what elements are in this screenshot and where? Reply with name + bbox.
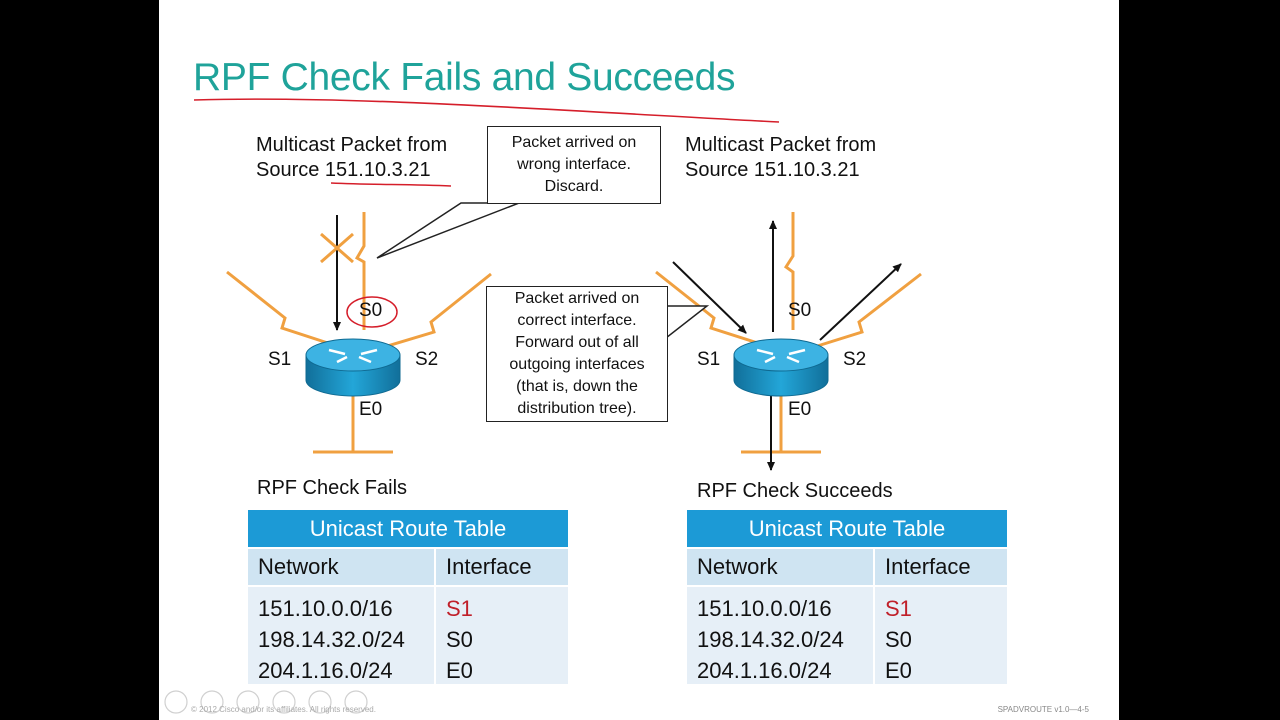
right-route-table: Unicast Route Table Network Interface 15… <box>687 510 1007 684</box>
col-interface: Interface <box>436 549 568 585</box>
left-iface-e0: E0 <box>359 399 383 420</box>
table-row-interface: E0 <box>446 658 473 683</box>
col-interface: Interface <box>875 549 1007 585</box>
table-row-network: 151.10.0.0/16 <box>697 596 832 621</box>
table-row-interface: E0 <box>885 658 912 683</box>
source-underline <box>330 182 452 187</box>
right-route-table-header: Unicast Route Table <box>687 510 1007 547</box>
left-caption: RPF Check Fails <box>257 477 408 499</box>
left-s2-link <box>380 272 492 350</box>
left-callout-pointer <box>376 202 520 259</box>
slides-menu-icon <box>272 690 296 714</box>
table-row-interface: S1 <box>885 596 912 621</box>
more-options-icon <box>344 690 368 714</box>
left-route-table-columns: Network Interface <box>248 549 568 585</box>
table-row-network: 204.1.16.0/24 <box>697 658 832 683</box>
left-route-table: Unicast Route Table Network Interface 15… <box>248 510 568 684</box>
table-row-network: 204.1.16.0/24 <box>258 658 393 683</box>
pen-tool-icon <box>236 690 260 714</box>
left-s0-circle <box>346 296 398 328</box>
right-s2-link <box>810 272 922 350</box>
right-s0-link <box>783 212 795 330</box>
right-packet-label-line2: Source 151.10.3.21 <box>685 159 860 181</box>
right-iface-s1: S1 <box>697 349 721 370</box>
title-underline <box>193 98 780 123</box>
table-row-network: 198.14.32.0/24 <box>697 627 844 652</box>
col-network: Network <box>248 549 434 585</box>
left-iface-s0: S0 <box>359 300 383 321</box>
right-iface-s2: S2 <box>843 349 867 370</box>
left-s0-link <box>354 212 366 330</box>
left-iface-s2: S2 <box>415 349 439 370</box>
right-arrows <box>672 220 902 471</box>
right-out-diag-arrow <box>819 263 902 341</box>
table-row-network: 198.14.32.0/24 <box>258 627 405 652</box>
right-iface-s0: S0 <box>788 300 812 321</box>
left-ethernet <box>313 392 393 454</box>
slide-title: RPF Check Fails and Succeeds <box>193 56 736 99</box>
right-serial-links <box>655 212 922 350</box>
table-row-interface: S0 <box>885 627 912 652</box>
left-packet-label-line2: Source 151.10.3.21 <box>256 159 431 181</box>
right-route-table-body: 151.10.0.0/16 198.14.32.0/24 204.1.16.0/… <box>687 587 1007 684</box>
right-caption: RPF Check Succeeds <box>697 480 893 502</box>
left-packet-label: Multicast Packet from Source 151.10.3.21 <box>256 133 447 183</box>
left-callout: Packet arrived on wrong interface. Disca… <box>487 126 661 204</box>
left-discard-x <box>320 232 354 264</box>
copyright-notice: © 2012 Cisco and/or its affiliates. All … <box>191 705 376 714</box>
table-row-interface: S0 <box>446 627 473 652</box>
right-callout-pointer <box>665 305 710 340</box>
right-callout: Packet arrived on correct interface. For… <box>486 286 668 422</box>
right-route-table-columns: Network Interface <box>687 549 1007 585</box>
prev-slide-icon <box>164 690 188 714</box>
left-s1-link <box>226 270 338 348</box>
left-serial-links <box>226 212 492 350</box>
slide: RPF Check Fails and Succeeds Multicast P… <box>159 0 1119 720</box>
table-row-network: 151.10.0.0/16 <box>258 596 393 621</box>
table-row-interface: S1 <box>446 596 473 621</box>
right-router-icon <box>733 338 829 397</box>
right-ethernet <box>741 392 821 454</box>
right-s1-link <box>655 270 768 348</box>
zoom-icon <box>308 690 332 714</box>
left-iface-s1: S1 <box>268 349 292 370</box>
left-router-icon <box>305 338 401 397</box>
right-packet-label: Multicast Packet from Source 151.10.3.21 <box>685 133 876 183</box>
left-route-table-body: 151.10.0.0/16 198.14.32.0/24 204.1.16.0/… <box>248 587 568 684</box>
col-network: Network <box>687 549 873 585</box>
left-packet-label-line1: Multicast Packet from <box>256 134 448 156</box>
right-iface-e0: E0 <box>788 399 812 420</box>
slide-id: SPADVROUTE v1.0—4-5 <box>997 705 1089 714</box>
player-controls <box>164 690 368 714</box>
left-route-table-header: Unicast Route Table <box>248 510 568 547</box>
next-slide-icon <box>200 690 224 714</box>
right-incoming-arrow <box>672 261 747 334</box>
right-packet-label-line1: Multicast Packet from <box>685 134 877 156</box>
